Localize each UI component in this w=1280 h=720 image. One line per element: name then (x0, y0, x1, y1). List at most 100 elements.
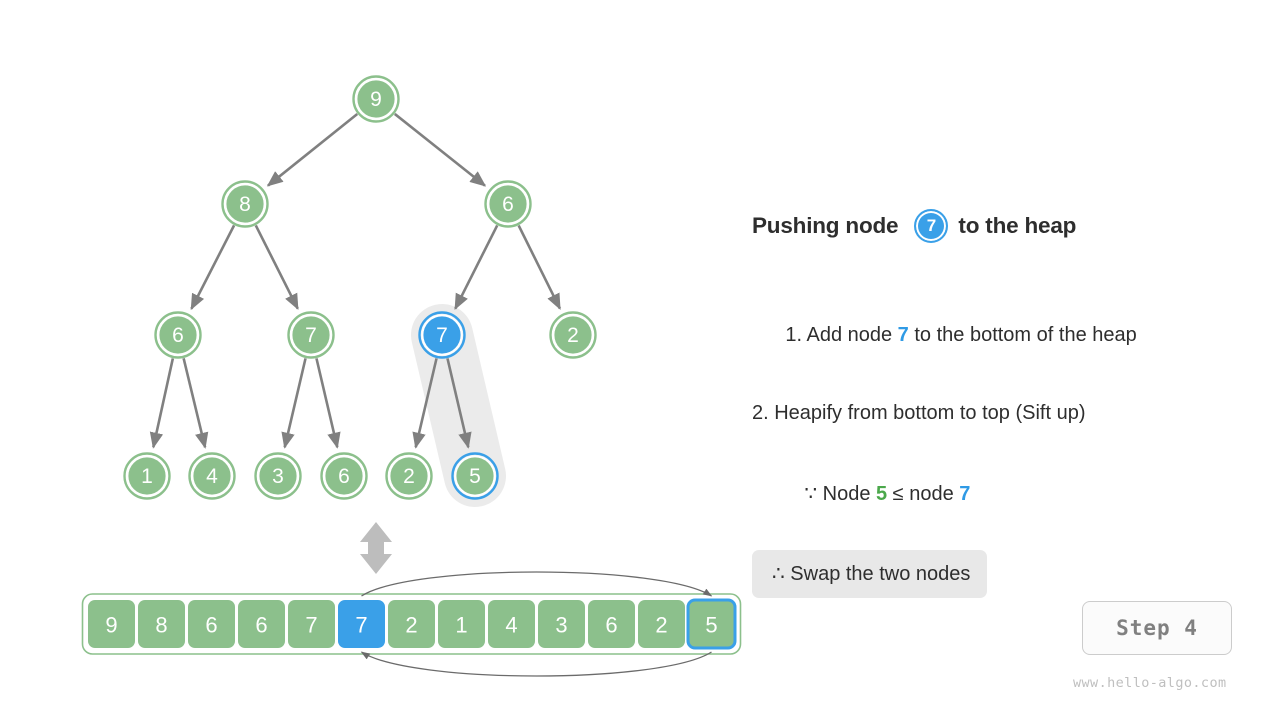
title-prefix: Pushing node (752, 213, 905, 238)
tree-edge (446, 358, 472, 449)
node-label: 7 (436, 324, 448, 347)
array-cell-12[interactable]: 5 (686, 598, 737, 650)
title-suffix: to the heap (958, 213, 1077, 238)
node-outer-ring (221, 180, 269, 228)
tree-edge (182, 358, 209, 449)
array-cell-box (388, 600, 435, 648)
array-cell-4[interactable]: 7 (288, 600, 335, 648)
array-cell-box (288, 600, 335, 648)
node-label: 7 (305, 324, 317, 347)
array-cell-6[interactable]: 2 (388, 600, 435, 648)
tree-node-1[interactable]: 1 (123, 452, 171, 500)
tree-node-8[interactable]: 8 (221, 180, 269, 228)
node-outer-ring (254, 452, 302, 500)
tree-node-2[interactable]: 2 (385, 452, 433, 500)
node-label: 6 (172, 324, 184, 347)
node-body (290, 314, 332, 356)
node-body (487, 183, 529, 225)
tree-edge (149, 358, 175, 449)
node-body (257, 455, 299, 497)
reason-text: ∵ Node 5 ≤ node 7 (771, 455, 1252, 533)
tree-node-5[interactable]: 5 (451, 452, 499, 500)
node-outer-ring (154, 311, 202, 359)
array-cell-box (238, 600, 285, 648)
node-label: 8 (239, 193, 251, 216)
node-label: 9 (370, 88, 382, 111)
reason-right-value: 7 (959, 483, 971, 505)
node-outer-ring (188, 452, 236, 500)
array-cell-box (88, 600, 135, 648)
array-cell-2[interactable]: 6 (188, 600, 235, 648)
node-body (323, 455, 365, 497)
step-2-text: 2. Heapify from bottom to top (Sift up) (752, 402, 1086, 424)
node-label: 2 (567, 324, 579, 347)
node-label: 4 (206, 465, 218, 488)
tree-node-4[interactable]: 4 (188, 452, 236, 500)
tree-node-7[interactable]: 7 (418, 311, 466, 359)
array-cell-7[interactable]: 1 (438, 600, 485, 648)
array-cell-label: 8 (155, 613, 167, 638)
step-1-suffix: to the bottom of the heap (908, 324, 1137, 346)
tree-edge (517, 224, 562, 310)
array-cell-label: 6 (255, 613, 267, 638)
array-cell-label: 2 (405, 613, 417, 638)
swap-arrow-backward (360, 651, 712, 677)
array-cell-box (188, 600, 235, 648)
explanation-panel: Pushing node 7 to the heap 1. Add node 7… (752, 205, 1252, 598)
array-container-border (81, 593, 742, 655)
node-outer-ring (385, 452, 433, 500)
page-title: Pushing node 7 to the heap (752, 205, 1252, 247)
node-body (552, 314, 594, 356)
array-cell-1[interactable]: 8 (138, 600, 185, 648)
node-body (191, 455, 233, 497)
array-swap-arrows (360, 571, 713, 677)
array-cell-10[interactable]: 6 (588, 600, 635, 648)
array-cell-box (638, 600, 685, 648)
conclusion-text: ∴ Swap the two nodes (752, 550, 988, 598)
node-label: 1 (141, 465, 153, 488)
node-outer-ring (451, 452, 499, 500)
array-cell-label: 2 (655, 613, 667, 638)
tree-edge (281, 358, 307, 449)
tree-edge (393, 112, 487, 187)
tree-edge (190, 224, 236, 311)
tree-node-3[interactable]: 3 (254, 452, 302, 500)
array-cell-0[interactable]: 9 (88, 600, 135, 648)
array-cell-box (686, 598, 737, 650)
node-outer-ring (484, 180, 532, 228)
tree-edges (149, 112, 562, 449)
tree-node-9[interactable]: 9 (352, 75, 400, 123)
array-cell-5[interactable]: 7 (338, 600, 385, 648)
tree-edge (315, 358, 341, 449)
status-badge: Step 4 (1082, 601, 1232, 655)
array-cell-8[interactable]: 4 (488, 600, 535, 648)
array-cell-label: 1 (455, 613, 467, 638)
vertical-double-arrow-icon (360, 522, 392, 574)
swap-arrow-forward (361, 571, 713, 597)
tree-edge (254, 224, 299, 311)
reason-mid: ≤ node (887, 483, 960, 505)
node-outer-ring (320, 452, 368, 500)
array-cell-3[interactable]: 6 (238, 600, 285, 648)
node-body (224, 183, 266, 225)
tree-edge (266, 112, 359, 187)
node-outer-ring (123, 452, 171, 500)
array-cell-11[interactable]: 2 (638, 600, 685, 648)
tree-node-7[interactable]: 7 (287, 311, 335, 359)
array-cell-9[interactable]: 3 (538, 600, 585, 648)
node-label: 6 (502, 193, 514, 216)
watermark: www.hello-algo.com (1073, 675, 1227, 691)
tree-node-6[interactable]: 6 (320, 452, 368, 500)
array-cell-box (488, 600, 535, 648)
tree-node-6[interactable]: 6 (154, 311, 202, 359)
tree-node-6[interactable]: 6 (484, 180, 532, 228)
tree-node-2[interactable]: 2 (549, 311, 597, 359)
array-cell-label: 5 (705, 613, 717, 638)
array-cell-label: 6 (205, 613, 217, 638)
node-outer-ring (287, 311, 335, 359)
conclusion-wrapper: ∴ Swap the two nodes (752, 550, 1252, 598)
